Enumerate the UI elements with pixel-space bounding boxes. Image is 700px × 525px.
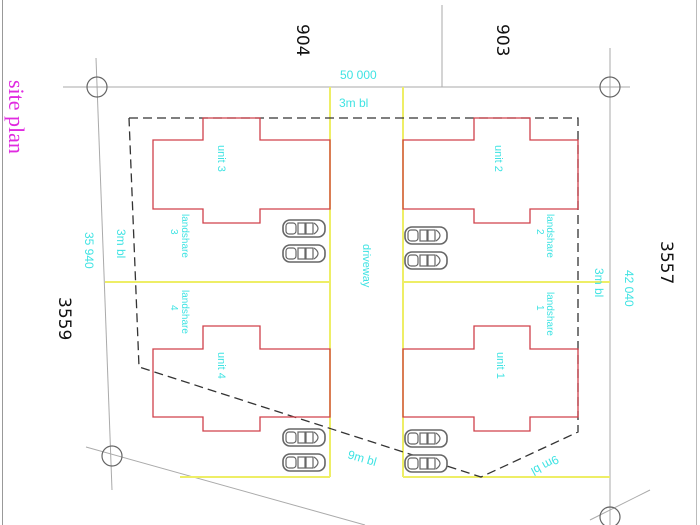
lot-number-904: 904 xyxy=(292,24,312,56)
landshare-3-label: landshare xyxy=(179,214,190,258)
car-icon xyxy=(404,226,448,245)
car-icon xyxy=(404,429,448,448)
car-icon xyxy=(404,454,448,473)
unit-3-label: unit 3 xyxy=(215,145,227,172)
landshare-4-number: 4 xyxy=(168,305,179,311)
landshare-4-label: landshare xyxy=(179,290,190,334)
car-icon xyxy=(282,244,326,263)
lot-number-3557: 3557 xyxy=(656,241,676,284)
car-icon xyxy=(404,251,448,270)
lot-number-3559: 3559 xyxy=(54,297,74,340)
dimension-left: 35 940 xyxy=(82,232,96,269)
landshare-3-number: 3 xyxy=(168,229,179,235)
survey-peg-top-left xyxy=(86,76,108,98)
landshare-lines xyxy=(105,87,610,478)
car-icon xyxy=(282,428,326,447)
landshare-2-label: landshare xyxy=(544,214,555,258)
lot-number-903: 903 xyxy=(492,24,512,56)
building-envelope xyxy=(128,117,579,478)
unit-1-outline xyxy=(402,325,579,432)
unit-2-outline xyxy=(402,117,579,224)
unit-3-outline xyxy=(152,117,331,224)
dimension-right: 42 040 xyxy=(622,270,636,307)
frame-border-left xyxy=(2,0,3,525)
building-line-right: 3m bl xyxy=(592,268,606,297)
landshare-2-number: 2 xyxy=(534,229,545,235)
building-line-bottom-right: 9m bl xyxy=(529,452,561,478)
building-line-left: 3m bl xyxy=(114,229,128,258)
unit-4-outline xyxy=(152,325,331,432)
building-line-top: 3m bl xyxy=(339,96,368,110)
survey-peg-bottom-left xyxy=(101,445,123,467)
unit-1-label: unit 1 xyxy=(494,352,506,379)
landshare-1-number: 1 xyxy=(534,305,545,311)
survey-peg-bottom-right xyxy=(599,506,621,525)
car-icon xyxy=(282,453,326,472)
driveway-label: driveway xyxy=(360,244,372,288)
survey-peg-top-right xyxy=(599,76,621,98)
plan-title: site plan xyxy=(4,80,29,154)
building-line-bottom-left: 9m bl xyxy=(346,447,378,469)
unit-4-label: unit 4 xyxy=(215,352,227,379)
landshare-1-label: landshare xyxy=(544,292,555,336)
property-boundary xyxy=(63,5,651,525)
dimension-top: 50 000 xyxy=(340,68,377,82)
unit-2-label: unit 2 xyxy=(492,145,504,172)
frame-border-right xyxy=(696,0,697,525)
car-icon xyxy=(282,219,326,238)
